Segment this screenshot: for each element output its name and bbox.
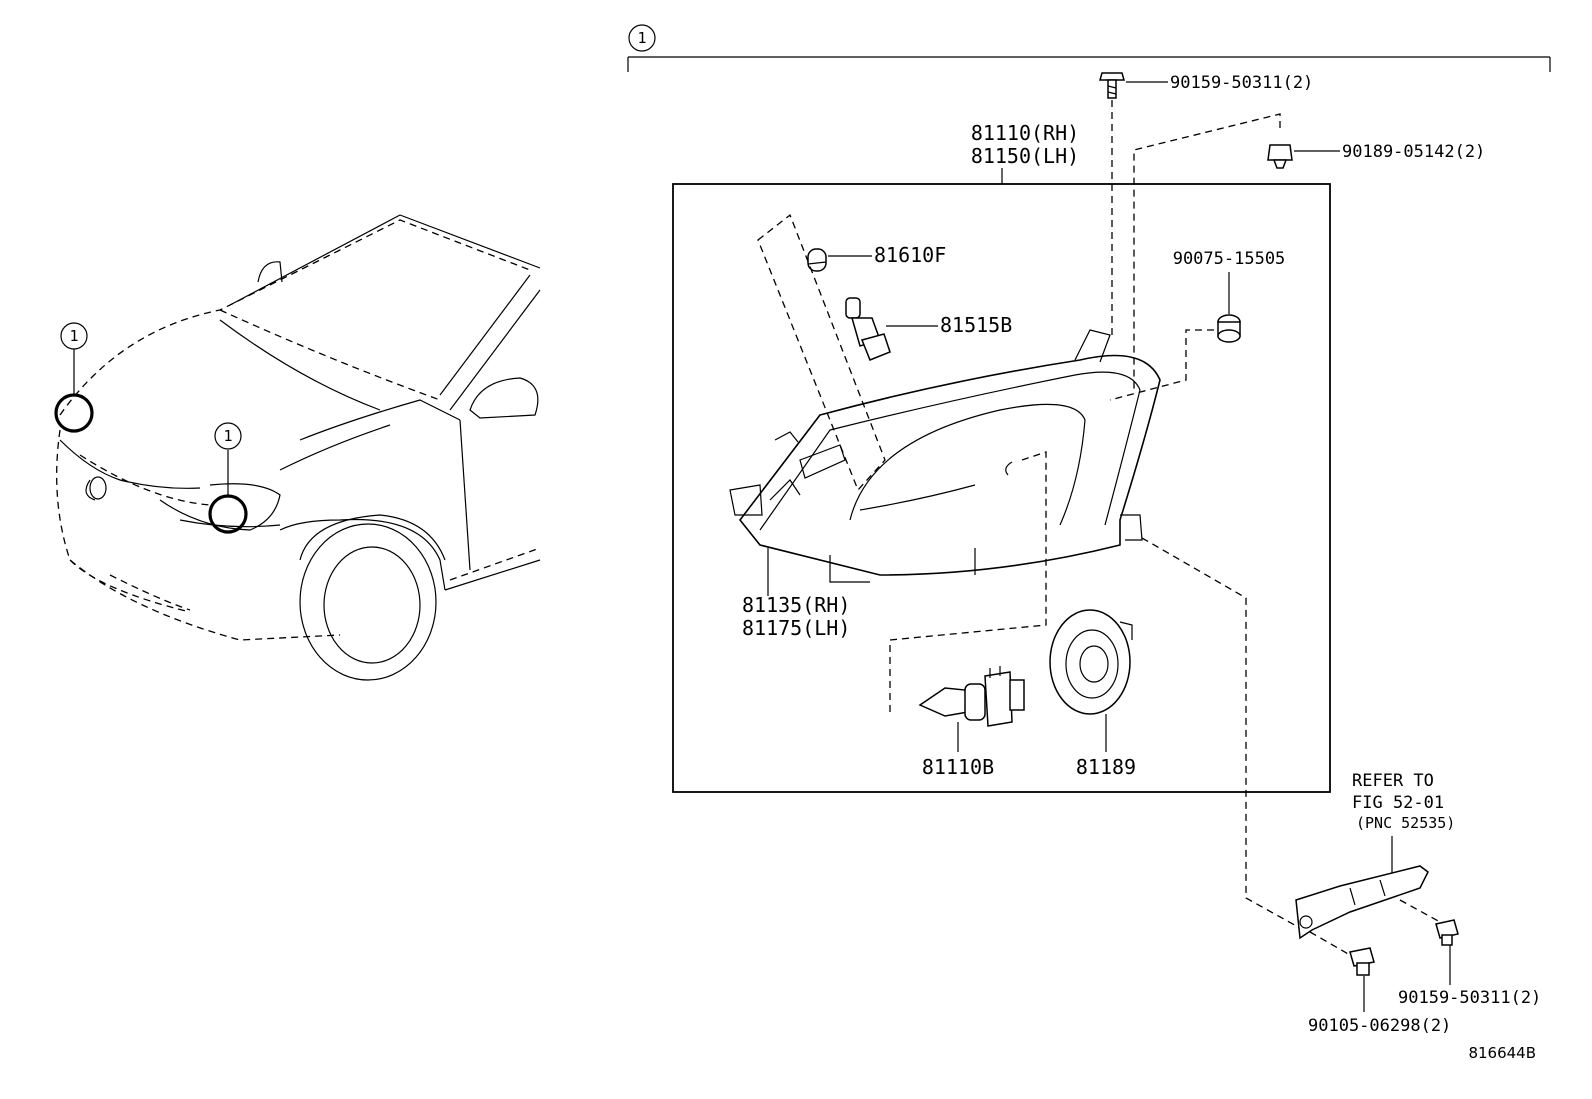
screw-90159-bottom[interactable] [1435, 919, 1459, 946]
grommet-90075-15505[interactable] [1217, 314, 1241, 343]
label-90075-15505[interactable]: 90075-15505 [1173, 249, 1286, 269]
screw-90159-top[interactable] [1099, 72, 1125, 99]
label-90105-06298[interactable]: 90105-06298(2) [1308, 1016, 1451, 1036]
figure-id: 816644B [1468, 1044, 1536, 1062]
label-81610f[interactable]: 81610F [874, 243, 946, 267]
callout-1-left: 1 [60, 322, 88, 350]
label-90189-05142[interactable]: 90189-05142(2) [1342, 142, 1485, 162]
label-81515b[interactable]: 81515B [940, 313, 1012, 337]
refer-to-text: REFER TO [1352, 771, 1434, 791]
headlamp-housing[interactable] [729, 329, 1161, 583]
cover-81189[interactable] [1049, 609, 1133, 715]
label-81110-rh[interactable]: 81110(RH) [971, 121, 1079, 145]
callout-1-assembly [628, 24, 656, 52]
refer-fig-text[interactable]: FIG 52-01 [1352, 793, 1444, 813]
headlamp-assembly-box [672, 183, 1331, 793]
car-front-overview: 1 1 [54, 214, 541, 681]
bulb-81610f[interactable] [807, 248, 827, 272]
label-90159-50311-bottom[interactable]: 90159-50311(2) [1398, 988, 1541, 1008]
clip-90189[interactable] [1267, 144, 1293, 169]
label-90159-50311-top[interactable]: 90159-50311(2) [1170, 73, 1313, 93]
label-81175-lh[interactable]: 81175(LH) [742, 616, 850, 640]
label-81110b[interactable]: 81110B [922, 755, 994, 779]
leveling-bracket-52535[interactable] [1295, 865, 1429, 940]
svg-text:1: 1 [223, 427, 232, 445]
refer-pnc-text: (PNC 52535) [1356, 814, 1455, 832]
assembly-bracket: 1 [627, 24, 1551, 72]
callout-1-center: 1 [214, 422, 242, 450]
label-81135-rh[interactable]: 81135(RH) [742, 593, 850, 617]
label-81189[interactable]: 81189 [1076, 755, 1136, 779]
callout-1-symbol: 1 [637, 29, 646, 47]
headlight-bulb-81110b[interactable] [918, 666, 1025, 727]
bolt-90105-06298[interactable] [1349, 947, 1375, 976]
label-81150-lh[interactable]: 81150(LH) [971, 144, 1079, 168]
svg-text:1: 1 [69, 327, 78, 345]
socket-81515b[interactable] [845, 297, 891, 361]
